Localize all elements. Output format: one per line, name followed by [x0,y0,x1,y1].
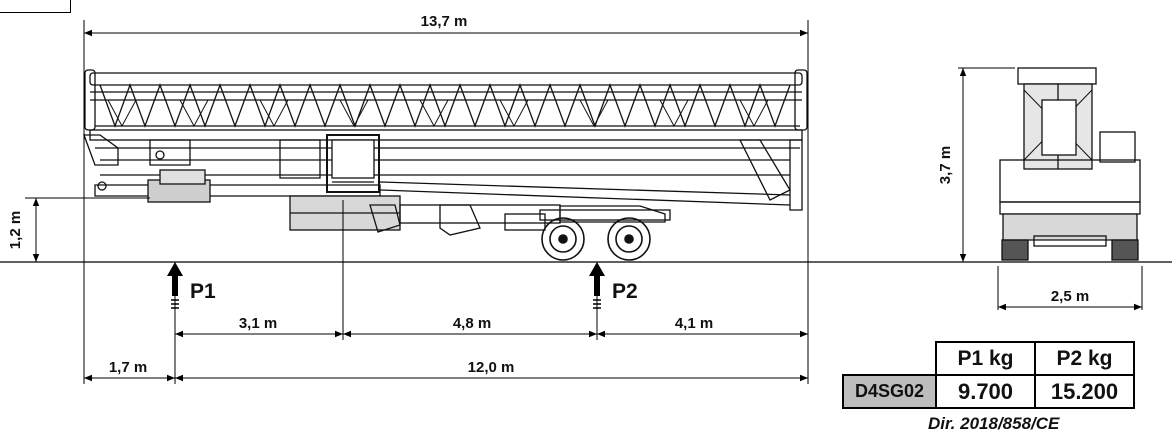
load-table-row: D4SG02 9.700 15.200 [842,374,1135,409]
label-height-side: 1,2 m [7,211,24,249]
label-width-front: 2,5 m [1051,288,1089,305]
load-table: P1 kg P2 kg D4SG02 9.700 15.200 [842,341,1135,409]
directive-reference: Dir. 2018/858/CE [928,414,1060,433]
crane-front-view [999,67,1141,261]
wheels [541,217,651,261]
tower-body [83,129,803,211]
dimension-lines [25,20,1143,384]
label-height-front: 3,7 m [937,146,954,184]
label-seg-3-1: 3,1 m [239,315,277,332]
model-cell: D4SG02 [842,374,937,409]
corner-frame [0,0,71,13]
header-p1-kg: P1 kg [935,341,1036,376]
rear-mechanics [97,150,211,203]
load-arrow-p1 [167,262,183,309]
value-p2: 15.200 [1034,374,1135,409]
label-seg-1-7: 1,7 m [109,359,147,376]
lattice-jib [84,69,808,131]
label-seg-4-8: 4,8 m [453,315,491,332]
value-p1: 9.700 [935,374,1036,409]
load-table-header-row: P1 kg P2 kg [843,341,1135,376]
label-seg-12-0: 12,0 m [468,359,515,376]
load-arrow-p2 [589,262,605,309]
label-p2: P2 [612,280,638,303]
label-p1: P1 [190,280,216,303]
load-table-corner [843,342,936,375]
header-p2-kg: P2 kg [1034,341,1135,376]
label-seg-4-1: 4,1 m [675,315,713,332]
crane-side-view [83,69,808,261]
label-overall-length: 13,7 m [421,13,468,30]
chassis [289,195,671,236]
